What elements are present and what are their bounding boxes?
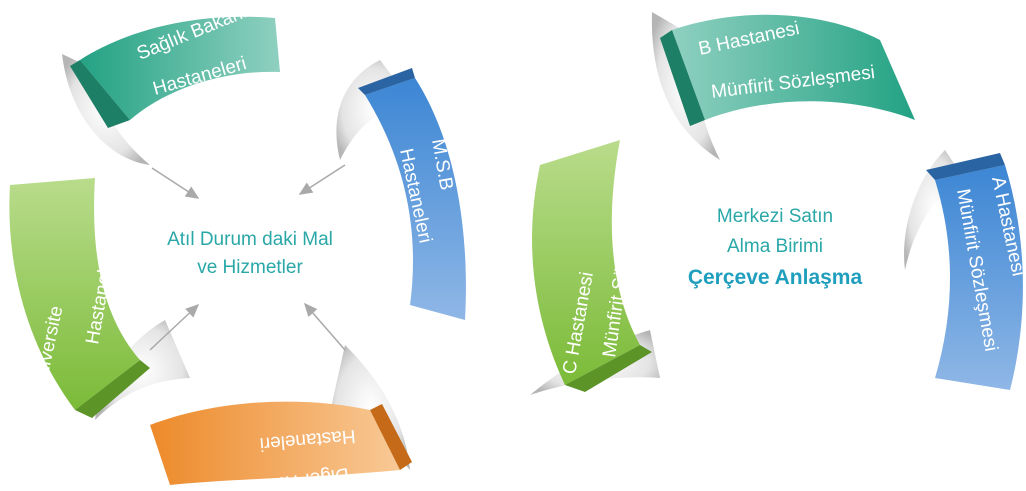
unit-diger-kamu: Hastaneleri Diğer Kamu <box>150 345 412 491</box>
left-diagram: Sağlık Bakanlığı Hastaneleri M.S.B Hasta… <box>9 0 466 491</box>
band-shape <box>672 14 915 120</box>
center-emphasis: Çerçeve Anlaşma <box>688 266 863 289</box>
band-fold <box>70 60 130 128</box>
band-shape <box>150 401 400 485</box>
center-line-2: Alma Birimi <box>727 236 823 257</box>
arrow-from-diger <box>304 302 346 351</box>
center-line-2: ve Hizmetler <box>197 257 303 278</box>
arrow-from-saglik <box>151 167 200 199</box>
unit-msb: M.S.B Hastaneleri <box>336 60 466 320</box>
unit-b-hastanesi: B Hastanesi Münfirit Sözleşmesi <box>651 12 915 160</box>
band-fold <box>660 30 705 126</box>
band-fold <box>75 360 150 418</box>
unit-c-hastanesi: C Hastanesi Münfirit Sözleşmesi <box>530 140 660 395</box>
band-shape <box>9 178 141 410</box>
right-diagram: B Hastanesi Münfirit Sözleşmesi A Hastan… <box>530 12 1026 395</box>
arrow-from-msb <box>298 164 346 195</box>
unit-a-hastanesi: A Hastanesi Münfirit Sözleşmesi <box>904 150 1026 390</box>
band-shape <box>365 78 466 320</box>
center-line-1: Atıl Durum daki Mal <box>167 229 333 250</box>
band-shape <box>80 16 280 120</box>
center-line-1: Merkezi Satın <box>717 206 833 227</box>
band-fold <box>358 68 415 95</box>
band-shape <box>935 165 1023 390</box>
band-fold <box>565 345 652 392</box>
band-fold <box>926 153 1005 180</box>
unit-universite: Üniversite Hastaneleri <box>9 178 190 420</box>
band-fold <box>370 404 412 470</box>
band-shape <box>532 140 640 385</box>
arrow-from-universite <box>149 303 200 351</box>
unit-saglik-bakanligi: Sağlık Bakanlığı Hastaneleri <box>62 0 280 165</box>
